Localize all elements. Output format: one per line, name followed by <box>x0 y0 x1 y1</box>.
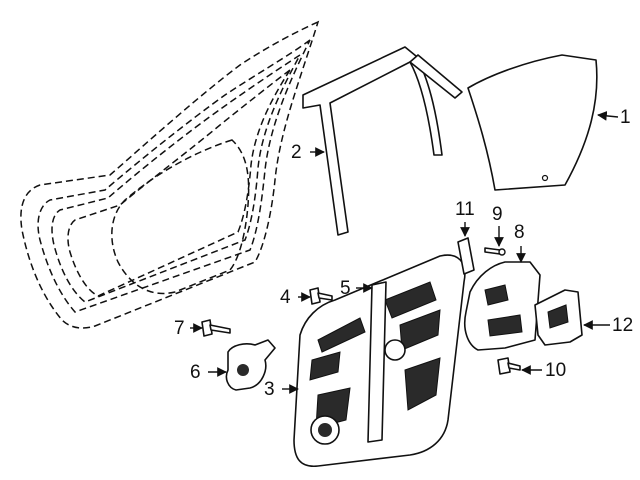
bolt-7 <box>201 319 231 337</box>
callout-8: 8 <box>514 222 525 243</box>
callout-9: 9 <box>492 204 503 225</box>
guide-piece <box>457 237 475 275</box>
callout-10: 10 <box>545 360 567 381</box>
callout-5: 5 <box>340 278 351 299</box>
door-latch <box>463 261 541 351</box>
bolt-4 <box>309 287 333 305</box>
callout-12: 12 <box>612 315 634 336</box>
callout-2: 2 <box>291 142 302 163</box>
leader-lines <box>190 111 619 394</box>
door-glass <box>467 54 598 191</box>
bolt-10 <box>497 357 521 375</box>
callout-1: 1 <box>620 107 631 128</box>
regulator-motor <box>225 339 276 391</box>
callout-7: 7 <box>174 318 185 339</box>
window-channel <box>302 46 463 236</box>
callout-3: 3 <box>264 379 275 400</box>
callout-6: 6 <box>190 362 201 383</box>
callout-4: 4 <box>280 287 291 308</box>
screw-9 <box>484 247 506 256</box>
door-module-carrier <box>293 254 466 467</box>
latch-cover <box>534 289 583 346</box>
door-shell-outline <box>20 20 320 329</box>
callout-11: 11 <box>455 199 475 220</box>
